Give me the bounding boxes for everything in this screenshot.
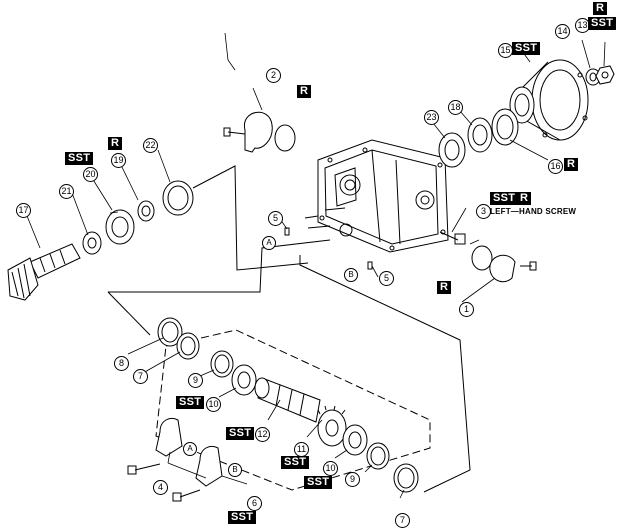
callout-12: 12 bbox=[255, 427, 270, 442]
bearing bbox=[467, 117, 493, 153]
callout-14b: 14 bbox=[555, 24, 570, 39]
lock-nut bbox=[595, 65, 615, 85]
tag-sst-3: SST bbox=[490, 192, 519, 205]
oil-seal bbox=[491, 108, 519, 146]
bearing-race bbox=[210, 350, 234, 378]
pin bbox=[367, 261, 373, 270]
callout-6: 6 bbox=[247, 496, 262, 511]
callout-10a: 10 bbox=[206, 397, 221, 412]
callout-10b: 10 bbox=[323, 461, 338, 476]
assembly-line bbox=[192, 165, 309, 271]
bearing bbox=[438, 132, 466, 168]
callout-4: 4 bbox=[153, 480, 168, 495]
cover-plate bbox=[489, 254, 516, 283]
subassembly-dashed-box bbox=[155, 329, 431, 491]
callout-16: 16 bbox=[548, 159, 563, 174]
rear-cover bbox=[509, 59, 589, 141]
point-a-cap: A bbox=[183, 442, 197, 456]
callout-5b: 5 bbox=[379, 271, 394, 286]
point-b-cap: B bbox=[228, 463, 242, 477]
tag-r-16: R bbox=[564, 158, 579, 171]
bolt bbox=[179, 489, 201, 498]
callout-2: 2 bbox=[266, 68, 281, 83]
callout-5a: 5 bbox=[268, 211, 283, 226]
tag-r-19: R bbox=[108, 137, 123, 150]
bolt bbox=[227, 131, 246, 135]
shim bbox=[82, 231, 102, 255]
bearing bbox=[105, 209, 135, 245]
callout-7a: 7 bbox=[133, 369, 148, 384]
callout-21: 21 bbox=[59, 184, 74, 199]
callout-17: 17 bbox=[16, 203, 31, 218]
tag-sst-13: SST bbox=[588, 17, 617, 30]
bracket bbox=[244, 111, 273, 153]
bearing bbox=[231, 364, 257, 396]
o-ring bbox=[471, 245, 493, 271]
callout-22: 22 bbox=[143, 138, 158, 153]
gear bbox=[317, 405, 347, 447]
bearing-cap bbox=[155, 418, 183, 457]
tag-sst-20: SST bbox=[65, 152, 94, 165]
bearing-race bbox=[366, 442, 390, 470]
pin bbox=[284, 227, 290, 236]
tag-sst-6: SST bbox=[228, 511, 257, 524]
bearing-race bbox=[176, 332, 200, 360]
spacer bbox=[137, 200, 155, 222]
left-hand-screw-note: LEFT—HAND SCREW bbox=[490, 207, 577, 216]
point-a-housing: A bbox=[262, 236, 276, 250]
point-b-housing: B bbox=[344, 268, 358, 282]
intermediate-shaft bbox=[254, 377, 321, 423]
transfer-case-housing bbox=[304, 139, 449, 253]
assembly-line bbox=[107, 291, 151, 336]
callout-9b: 9 bbox=[345, 472, 360, 487]
callout-20: 20 bbox=[83, 167, 98, 182]
bearing bbox=[342, 424, 368, 456]
callout-3: 3 bbox=[476, 204, 491, 219]
bearing-cap bbox=[195, 446, 223, 487]
assembly-line bbox=[299, 255, 471, 493]
tag-sst-11: SST bbox=[281, 456, 310, 469]
callout-8: 8 bbox=[114, 356, 129, 371]
callout-9a: 9 bbox=[188, 373, 203, 388]
callout-18: 18 bbox=[448, 100, 463, 115]
tag-r-o-ring: R bbox=[297, 85, 312, 98]
callout-11: 11 bbox=[294, 442, 309, 457]
callout-23: 23 bbox=[424, 110, 439, 125]
callout-7b: 7 bbox=[395, 513, 410, 528]
o-ring bbox=[274, 124, 296, 152]
callout-19: 19 bbox=[111, 153, 126, 168]
callout-15: 15 bbox=[498, 43, 513, 58]
tag-sst-12: SST bbox=[226, 427, 255, 440]
callout-1: 1 bbox=[459, 302, 474, 317]
tag-r-3: R bbox=[517, 192, 532, 205]
tag-sst-10a: SST bbox=[176, 396, 205, 409]
tag-r-13: R bbox=[593, 2, 608, 15]
bolt bbox=[134, 463, 161, 471]
tag-sst-10b: SST bbox=[304, 476, 333, 489]
leader-lines bbox=[24, 32, 606, 499]
assembly-line bbox=[108, 239, 331, 293]
tag-sst-15: SST bbox=[512, 42, 541, 55]
tag-r-o-ring-lower: R bbox=[437, 281, 452, 294]
drive-pinion bbox=[7, 243, 81, 301]
